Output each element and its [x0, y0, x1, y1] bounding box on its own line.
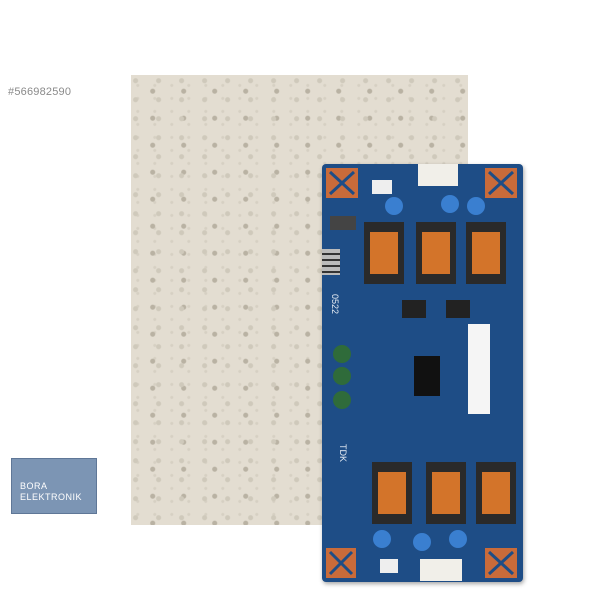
- logo-line1: BORA: [20, 481, 48, 491]
- board-code: 0522: [330, 294, 340, 314]
- capacitor: [413, 533, 431, 551]
- capacitor: [467, 197, 485, 215]
- inverter-board: TDK 0522: [310, 164, 523, 582]
- electrolytic-capacitor: [333, 391, 351, 409]
- capacitor: [449, 530, 467, 548]
- product-photo: TDK 0522: [131, 75, 523, 582]
- board-artwork: TDK 0522: [310, 164, 517, 581]
- transistor: [330, 216, 356, 230]
- ic-chip: [414, 356, 440, 396]
- connector-small-top: [372, 180, 392, 194]
- capacitor: [373, 530, 391, 548]
- transformer-row-top: [364, 222, 506, 284]
- corner-pad-tl: [326, 168, 358, 198]
- bora-logo: BORA ELEKTRONIK: [11, 458, 97, 514]
- electrolytic-capacitor: [333, 345, 351, 363]
- connector-top: [418, 164, 458, 186]
- corner-pad-tr: [485, 168, 517, 198]
- transformer-row-bottom: [372, 462, 516, 524]
- capacitor: [385, 197, 403, 215]
- label-sticker: [468, 324, 490, 414]
- electrolytic-capacitor: [333, 367, 351, 385]
- corner-pad-bl: [326, 548, 356, 578]
- transistor: [446, 300, 470, 318]
- connector-small-bottom: [380, 559, 398, 573]
- brand-marking: TDK: [338, 444, 348, 462]
- corner-pad-br: [485, 548, 517, 578]
- listing-id: #566982590: [8, 86, 72, 98]
- connector-bottom: [420, 559, 462, 581]
- transistor: [402, 300, 426, 318]
- capacitor: [441, 195, 459, 213]
- logo-line2: ELEKTRONIK: [20, 492, 83, 502]
- pin-header: [310, 249, 340, 275]
